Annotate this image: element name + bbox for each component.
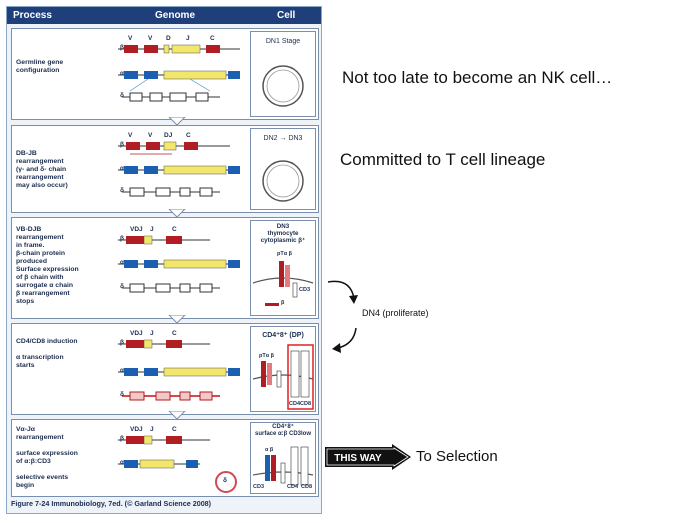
down-arrow-icon	[168, 315, 186, 324]
cell-header: Cell	[277, 10, 296, 21]
cell-label: DN1 Stage	[265, 38, 301, 45]
genome-va-ja	[118, 435, 237, 493]
seg-v1: V	[128, 132, 133, 139]
gene-label-delta: δ	[120, 187, 124, 194]
gene-label-delta: δ	[120, 391, 124, 398]
gene-label-alpha: α	[120, 70, 124, 77]
cell-dn1: DN1 Stage	[250, 31, 316, 117]
gene-label-alpha: α	[120, 459, 124, 466]
seg-vdj: VDJ	[130, 426, 143, 433]
seg-v2: V	[148, 132, 153, 139]
cell-label: DN2 → DN3	[263, 135, 303, 142]
row-cd4cd8: CD4/CD8 induction α transcription starts…	[11, 323, 319, 415]
cd4cd8-label: CD4CD8	[289, 401, 312, 407]
pta-beta-label: pTα β	[259, 353, 274, 359]
genome-vdj	[118, 235, 240, 293]
note-selection: To Selection	[416, 448, 498, 465]
alpha-locus	[118, 70, 240, 92]
gene-label-delta: δ	[120, 283, 124, 290]
down-arrow-icon	[168, 209, 186, 218]
note-dn4: DN4 (proliferate)	[362, 308, 429, 318]
cell-drawing	[262, 65, 304, 107]
cd3-label: CD3	[299, 287, 311, 293]
down-arrow-icon	[168, 117, 186, 126]
curved-arrow-icon	[327, 280, 358, 353]
seg-vdj: VDJ	[130, 226, 143, 233]
note-committed: Committed to T cell lineage	[340, 150, 546, 169]
cd8-label: CD8	[301, 484, 313, 490]
process-label: Vα-Jα rearrangement surface expression o…	[16, 426, 78, 489]
cell-drawing	[252, 261, 314, 306]
delta-locus	[122, 92, 220, 102]
seg-dj: DJ	[164, 132, 173, 139]
seg-j: J	[150, 226, 154, 233]
process-label: CD4/CD8 induction α transcription starts	[16, 338, 78, 369]
cell-label: DN3 thymocyte cytoplasmic β⁺	[260, 223, 306, 244]
cell-dp-surface: CD4⁺8⁺ surface α:β CD3low α β CD3 CD4 CD…	[250, 422, 316, 494]
gene-label-beta: β	[120, 339, 124, 346]
cell-dn3-cyto: DN3 thymocyte cytoplasmic β⁺ pTα β CD3 β	[250, 220, 316, 316]
process-label: Germline gene configuration	[16, 59, 64, 74]
cell-dp: CD4⁺8⁺ (DP) pTα β CD4CD8	[250, 326, 316, 412]
gene-label-delta: δ	[120, 92, 124, 99]
note-nk: Not too late to become an NK cell…	[342, 68, 613, 87]
gene-label-beta: β	[120, 141, 124, 148]
gene-label-alpha: α	[120, 367, 124, 374]
ab-label: α β	[265, 447, 274, 453]
seg-vdj: VDJ	[130, 330, 143, 337]
beta-locus	[118, 44, 240, 54]
cell-drawing	[262, 160, 304, 202]
process-header: Process	[13, 10, 52, 21]
cell-dn2-dn3: DN2 → DN3	[250, 128, 316, 210]
seg-c: C	[172, 226, 177, 233]
gene-label-beta: β	[120, 435, 124, 442]
gene-label-alpha: α	[120, 259, 124, 266]
this-way-sign-icon: THIS WAY	[325, 444, 411, 470]
seg-v2: V	[148, 35, 153, 42]
cell-drawing	[252, 344, 314, 410]
cell-drawing	[252, 446, 314, 486]
cell-label: CD4⁺8⁺ surface α:β CD3low	[254, 424, 312, 437]
row-va-ja: Vα-Jα rearrangement surface expression o…	[11, 419, 319, 497]
down-arrow-icon	[168, 411, 186, 420]
genome-germline	[118, 44, 240, 102]
cd3-label: CD3	[253, 484, 265, 490]
cd4-label: CD4	[287, 484, 299, 490]
process-label: VB-DJB rearrangement in frame. β-chain p…	[16, 226, 79, 305]
seg-j: J	[150, 330, 154, 337]
genome-alpha	[118, 339, 240, 401]
gene-label-beta: β	[120, 44, 124, 51]
seg-c: C	[210, 35, 215, 42]
gene-label-delta: δ	[223, 477, 227, 484]
pta-beta-label: pTα β	[277, 251, 292, 257]
seg-v1: V	[128, 35, 133, 42]
seg-c: C	[172, 330, 177, 337]
row-dj: DB-JB rearrangement (γ- and δ- chain rea…	[11, 125, 319, 213]
figure-panel: Process Genome Cell Germline gene config…	[6, 6, 322, 514]
sign-text: THIS WAY	[334, 453, 382, 464]
row-germline: Germline gene configuration	[11, 28, 319, 120]
seg-j: J	[150, 426, 154, 433]
seg-d: D	[166, 35, 171, 42]
figure-caption: Figure 7-24 Immunobiology, 7ed. (© Garla…	[11, 499, 212, 508]
seg-j: J	[186, 35, 190, 42]
seg-c: C	[172, 426, 177, 433]
genome-dj	[118, 141, 240, 197]
gene-label-alpha: α	[120, 165, 124, 172]
seg-c: C	[186, 132, 191, 139]
beta-label: β	[281, 300, 285, 306]
table-header: Process Genome Cell	[7, 7, 321, 24]
row-vdj: VB-DJB rearrangement in frame. β-chain p…	[11, 217, 319, 319]
cell-label: CD4⁺8⁺ (DP)	[262, 332, 304, 339]
process-label: DB-JB rearrangement (γ- and δ- chain rea…	[16, 150, 68, 189]
genome-header: Genome	[155, 10, 196, 21]
gene-label-beta: β	[120, 235, 124, 242]
